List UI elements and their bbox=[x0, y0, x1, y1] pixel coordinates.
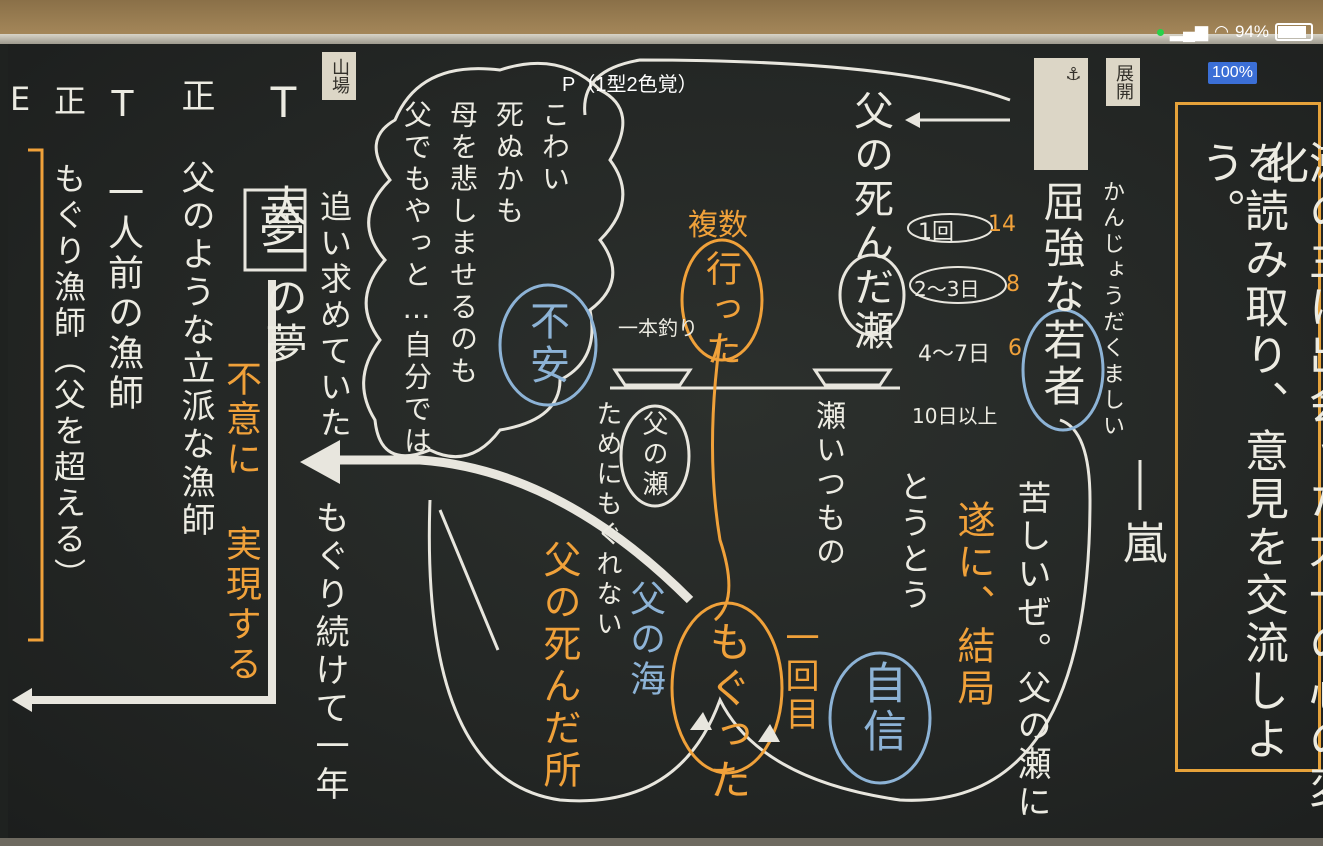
left-bracket-arrowhead bbox=[12, 688, 32, 712]
youth-text: 屈強な若者 bbox=[1037, 180, 1086, 410]
pond-orange-1: 14 bbox=[988, 212, 1016, 237]
blackboard bbox=[8, 44, 1323, 840]
orange-path bbox=[711, 339, 731, 622]
card-figure: ⚓ bbox=[1034, 58, 1088, 170]
wifi-icon: ◠ bbox=[1214, 22, 1229, 41]
moguta-circle bbox=[670, 601, 784, 775]
tsuini-text: 遂に、結局 bbox=[951, 500, 995, 710]
tame-ni-text: ためにもぐれない bbox=[592, 400, 622, 640]
pond-1: 1回 bbox=[918, 220, 954, 245]
theme-line-2: を読み取り、意見を交流しよう。 bbox=[1193, 140, 1288, 764]
figure-icon: ⚓ bbox=[1063, 64, 1084, 85]
moguta-text: もぐった bbox=[703, 620, 752, 804]
itta-circle bbox=[680, 238, 764, 362]
left-bracket-line bbox=[20, 280, 276, 704]
fuan-text: 不安 bbox=[523, 300, 569, 388]
yume-text: 夢 bbox=[252, 202, 306, 252]
pond-orange-3: 6 bbox=[1008, 336, 1022, 361]
pond-orange-2: 8 bbox=[1006, 272, 1020, 297]
battery-fill bbox=[1278, 26, 1306, 38]
return-arrowhead bbox=[300, 440, 340, 484]
ippon-text: 一本釣り bbox=[618, 316, 698, 340]
zoom-indicator: 100% bbox=[1208, 62, 1257, 84]
wall-background bbox=[0, 0, 1323, 40]
inner-arrow bbox=[438, 509, 500, 651]
status-bar: ▂▄▆ ◠ 94% bbox=[1156, 22, 1313, 42]
kanjo-text: かんじょうだくましい bbox=[1099, 180, 1124, 440]
seigo-text: 正 父のような立派な漁師 bbox=[175, 78, 215, 540]
thought-2: 死ぬかも bbox=[492, 100, 525, 228]
moguri-text: もぐり続けて一年 bbox=[309, 500, 349, 804]
jishin-text: 自信 bbox=[855, 660, 906, 756]
p-label: P（1型2色覚） bbox=[562, 74, 698, 96]
moguta-arrowhead-right bbox=[758, 724, 780, 742]
moguta-arrowhead-left bbox=[690, 712, 712, 730]
thought-4: 父でもやっと… bbox=[400, 100, 433, 329]
wakamono-circle bbox=[1021, 308, 1105, 432]
battery-icon bbox=[1275, 23, 1313, 41]
heading-arrowhead bbox=[905, 112, 920, 128]
fukusu-text: 複数 bbox=[688, 208, 748, 243]
zoom-text: 100% bbox=[1212, 64, 1253, 81]
pond-oval-2 bbox=[909, 266, 1007, 304]
se-itsumo-text: 瀬いつもの bbox=[810, 400, 845, 570]
edge-e-text: E bbox=[10, 80, 31, 118]
oimotomete-text: 追い求めていた bbox=[315, 190, 353, 442]
shinda-tokoro-text: 父の死んだ所 bbox=[537, 540, 581, 792]
jishin-circle bbox=[828, 651, 932, 785]
kurushii-text: 苦しいぜ。父の瀬に bbox=[1011, 480, 1051, 822]
return-arrow bbox=[330, 455, 694, 604]
itta-text: 行った bbox=[700, 250, 741, 370]
seigo2-text: 正 もぐり漁師（父を超える） bbox=[49, 84, 87, 594]
chichi-se-text: 父の瀬 bbox=[638, 410, 668, 500]
taichi-heading: T 太一の夢 bbox=[259, 78, 308, 368]
fuan-circle bbox=[498, 283, 598, 407]
pond-3: 4〜7日 bbox=[918, 342, 990, 367]
card-tenkai: 展開 bbox=[1106, 58, 1140, 106]
pond-2: 2〜3日 bbox=[914, 277, 980, 301]
thought-cloud bbox=[362, 61, 625, 459]
signal-icon: ▂▄▆ bbox=[1169, 22, 1209, 41]
se-circle bbox=[838, 253, 906, 337]
board-bottom-frame bbox=[0, 838, 1323, 846]
ichikaime-text: 一回目 bbox=[779, 620, 819, 734]
thought-1: こわい bbox=[538, 100, 571, 196]
fusei-text: 不意に 実現する bbox=[220, 360, 261, 685]
thought-5: 自分では bbox=[400, 330, 433, 458]
thought-3: 母を悲しませるのも bbox=[446, 100, 479, 388]
chichi-se-circle bbox=[619, 404, 691, 508]
arashi-text: 嵐 bbox=[1115, 520, 1166, 568]
loop-curve bbox=[427, 418, 1092, 803]
toutou-text: とうとう bbox=[895, 470, 933, 614]
chichi-umi-text: 父の海 bbox=[624, 580, 665, 700]
heading-text: 父の死んだ瀬 bbox=[847, 90, 893, 354]
top-arrow bbox=[583, 58, 1011, 116]
boat-right bbox=[812, 368, 893, 387]
yume-box bbox=[243, 188, 307, 272]
ichininmae-text: T 一人前の漁師 bbox=[102, 84, 143, 414]
camera-indicator-icon bbox=[1156, 28, 1164, 36]
pond-oval-1 bbox=[907, 213, 993, 243]
theme-box bbox=[1175, 102, 1321, 772]
left-orange-bracket bbox=[28, 148, 44, 642]
board-top-frame bbox=[0, 34, 1323, 44]
pond-4: 10日以上 bbox=[912, 404, 998, 428]
battery-text: 94% bbox=[1234, 22, 1269, 41]
boat-left bbox=[612, 368, 693, 387]
theme-line-1: 瀬の主に出会った太一の心の変化 bbox=[1257, 140, 1323, 812]
card-yamaba: 山場 bbox=[322, 52, 356, 100]
